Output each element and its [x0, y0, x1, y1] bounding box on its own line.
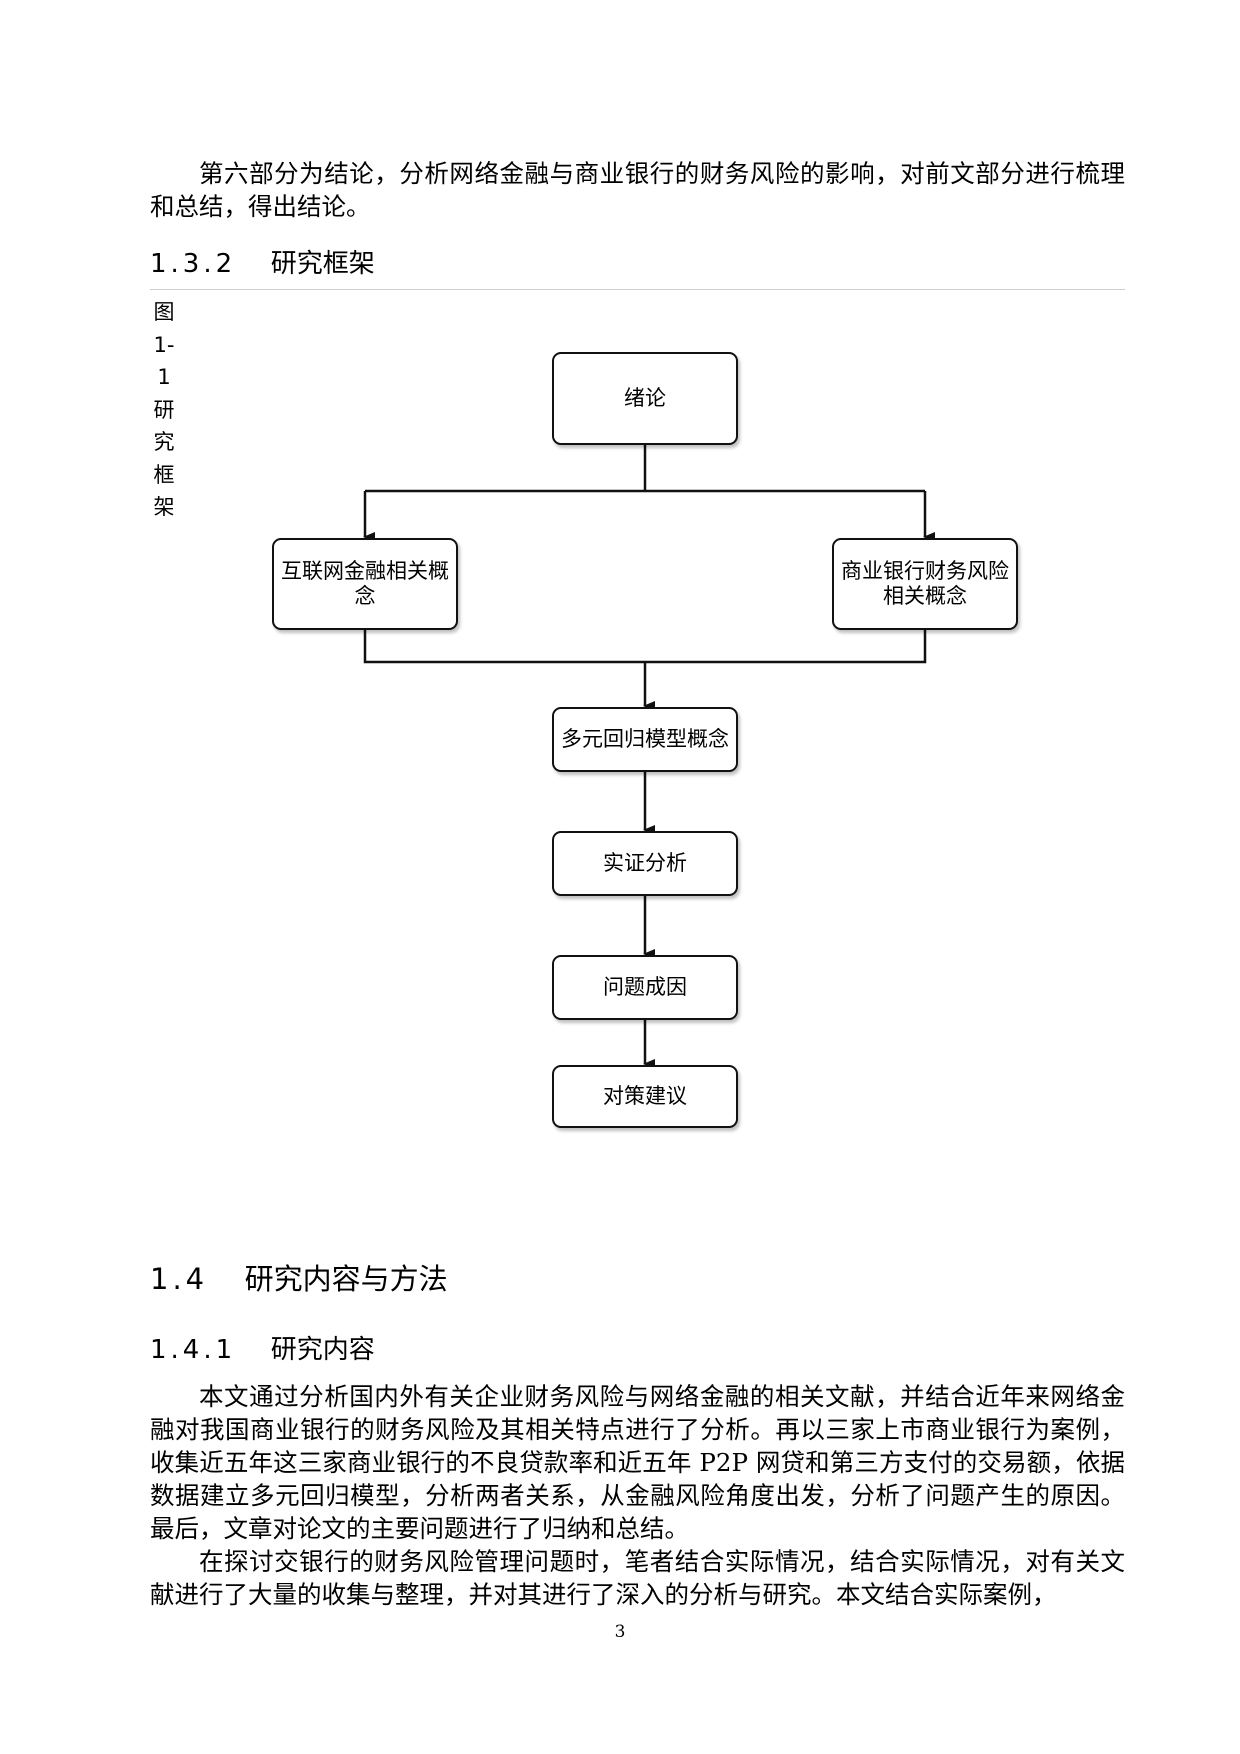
section-title: 研究内容与方法 [244, 1262, 448, 1296]
connector-line [363, 630, 927, 664]
flow-box-suggestions: 对策建议 [552, 1065, 738, 1128]
heading-rule [150, 289, 1125, 290]
section-heading-1-4: 1.4 研究内容与方法 [150, 1262, 448, 1296]
section-number: 1.3.2 [150, 249, 237, 279]
flow-box-label: 绪论 [624, 386, 666, 410]
flow-box-internet-finance: 互联网金融相关概念 [272, 538, 458, 630]
flow-box-bank-risk: 商业银行财务风险相关概念 [832, 538, 1018, 630]
flow-box-empirical-analysis: 实证分析 [552, 831, 738, 896]
figure-caption-char: 图 [153, 300, 175, 324]
section-title: 研究内容 [270, 1335, 375, 1365]
section-heading-1-4-1: 1.4.1 研究内容 [150, 1335, 375, 1365]
figure-caption-char: 1 [157, 365, 171, 389]
figure-caption-char: 框 [153, 462, 175, 487]
figure-caption-char: 1- [153, 332, 175, 357]
section-heading-1-3-2: 1.3.2 研究框架 [150, 249, 375, 279]
flow-box-label: 多元回归模型概念 [561, 727, 729, 751]
flow-box-label: 对策建议 [603, 1084, 687, 1108]
intro-paragraph: 第六部分为结论，分析网络金融与商业银行的财务风险的影响，对前文部分进行梳理和总结… [150, 159, 1125, 221]
flow-box-causes: 问题成因 [552, 955, 738, 1020]
section-title: 研究框架 [270, 249, 375, 279]
section-number: 1.4.1 [150, 1335, 237, 1365]
figure-caption: 图 1- 1 研 究 框 架 [150, 296, 178, 524]
figure-caption-char: 究 [153, 430, 175, 454]
flow-box-label: 问题成因 [603, 975, 687, 999]
flow-box-label: 实证分析 [603, 851, 687, 875]
flow-box-conclusion: 绪论 [552, 352, 738, 445]
figure-caption-char: 研 [153, 397, 175, 422]
body-paragraph-research-content: 本文通过分析国内外有关企业财务风险与网络金融的相关文献，并结合近年来网络金融对我… [150, 1382, 1125, 1543]
section-number: 1.4 [150, 1262, 209, 1296]
body-paragraph-methods: 在探讨交银行的财务风险管理问题时，笔者结合实际情况，结合实际情况，对有关文献进行… [150, 1547, 1125, 1609]
figure-caption-char: 架 [153, 495, 175, 519]
flow-box-label: 互联网金融相关概念 [281, 559, 449, 608]
page-number: 3 [614, 1622, 626, 1642]
flow-box-regression: 多元回归模型概念 [552, 707, 738, 772]
flow-box-label: 商业银行财务风险相关概念 [841, 559, 1009, 608]
